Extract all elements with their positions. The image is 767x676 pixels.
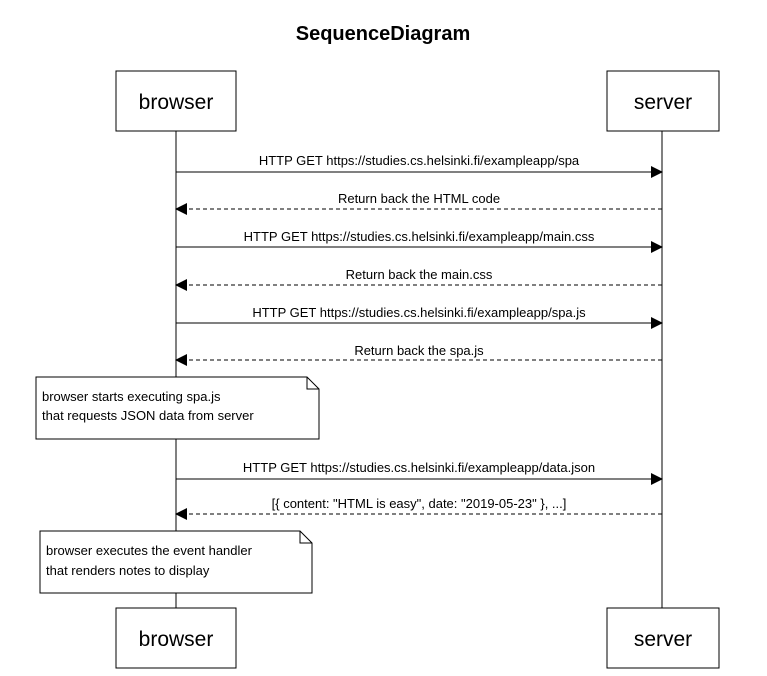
message-label: HTTP GET https://studies.cs.helsinki.fi/… [244, 229, 595, 244]
participant-bottom-server: server [606, 607, 720, 669]
message-label: [{ content: "HTML is easy", date: "2019-… [272, 496, 567, 511]
note-line: browser executes the event handler [46, 543, 253, 558]
note-1: browser starts executing spa.js that req… [35, 376, 320, 440]
participant-top-browser: browser [115, 70, 237, 132]
diagram-title: SequenceDiagram [296, 23, 471, 45]
message-6: Return back the spa.js [175, 343, 662, 366]
participant-label: server [634, 628, 692, 651]
message-label: HTTP GET https://studies.cs.helsinki.fi/… [252, 305, 586, 320]
participant-label: browser [139, 628, 214, 651]
participant-label: server [634, 91, 692, 114]
message-3: HTTP GET https://studies.cs.helsinki.fi/… [176, 229, 663, 253]
message-1: HTTP GET https://studies.cs.helsinki.fi/… [176, 153, 663, 178]
message-8: [{ content: "HTML is easy", date: "2019-… [175, 496, 662, 520]
note-2: browser executes the event handler that … [39, 530, 313, 594]
message-label: Return back the spa.js [354, 343, 484, 358]
note-line: that requests JSON data from server [42, 408, 254, 423]
message-7: HTTP GET https://studies.cs.helsinki.fi/… [176, 460, 663, 485]
participant-top-server: server [606, 70, 720, 132]
message-label: Return back the main.css [346, 267, 493, 282]
message-5: HTTP GET https://studies.cs.helsinki.fi/… [176, 305, 663, 329]
message-4: Return back the main.css [175, 267, 662, 291]
participant-label: browser [139, 91, 214, 114]
participant-bottom-browser: browser [115, 607, 237, 669]
message-label: HTTP GET https://studies.cs.helsinki.fi/… [243, 460, 595, 475]
note-line: browser starts executing spa.js [42, 389, 221, 404]
note-line: that renders notes to display [46, 563, 210, 578]
message-label: Return back the HTML code [338, 191, 500, 206]
message-2: Return back the HTML code [175, 191, 662, 215]
message-label: HTTP GET https://studies.cs.helsinki.fi/… [259, 153, 580, 168]
